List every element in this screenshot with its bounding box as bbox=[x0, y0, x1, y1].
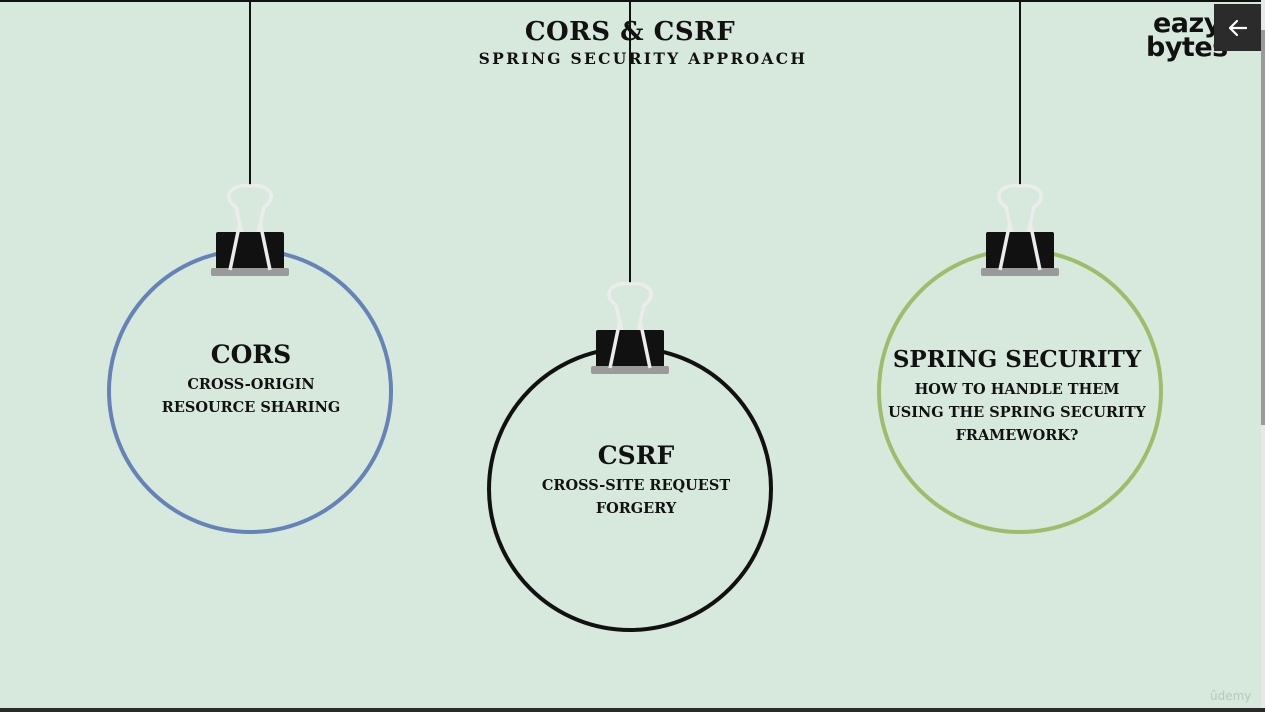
slide-subtitle: SPRING SECURITY APPROACH bbox=[478, 49, 808, 68]
udemy-watermark: ûdemy bbox=[1210, 689, 1252, 703]
binder-clip-icon bbox=[211, 183, 289, 276]
slide-title: CORS & CSRF bbox=[524, 17, 736, 47]
scrollbar-thumb[interactable] bbox=[1261, 30, 1265, 425]
ornament-description: CROSS-SITE REQUEST FORGERY bbox=[541, 477, 731, 517]
slide-title-block: CORS & CSRF SPRING SECURITY APPROACH bbox=[450, 16, 810, 70]
ornament-heading: SPRING SECURITY bbox=[892, 346, 1142, 373]
binder-clip-icon bbox=[591, 281, 669, 374]
arrow-left-icon bbox=[1228, 19, 1247, 36]
ornament-heading: CORS bbox=[210, 340, 292, 369]
back-button[interactable] bbox=[1214, 4, 1261, 51]
bottom-edge bbox=[0, 708, 1265, 712]
ornament-csrf: CSRF CROSS-SITE REQUEST FORGERY bbox=[536, 440, 736, 520]
ornament-description: CROSS-ORIGIN RESOURCE SHARING bbox=[161, 376, 341, 416]
ornament-spring-security: SPRING SECURITY HOW TO HANDLE THEM USING… bbox=[886, 344, 1148, 447]
ornament-description: HOW TO HANDLE THEM USING THE SPRING SECU… bbox=[888, 381, 1146, 444]
binder-clip-icon bbox=[981, 183, 1059, 276]
eazybytes-logo: eazy bytes bbox=[1143, 8, 1233, 61]
ornament-cors: CORS CROSS-ORIGIN RESOURCE SHARING bbox=[140, 339, 362, 419]
ornament-heading: CSRF bbox=[597, 441, 675, 470]
vertical-scrollbar[interactable] bbox=[1261, 0, 1265, 708]
logo-line-1: eazy bbox=[1153, 8, 1221, 39]
